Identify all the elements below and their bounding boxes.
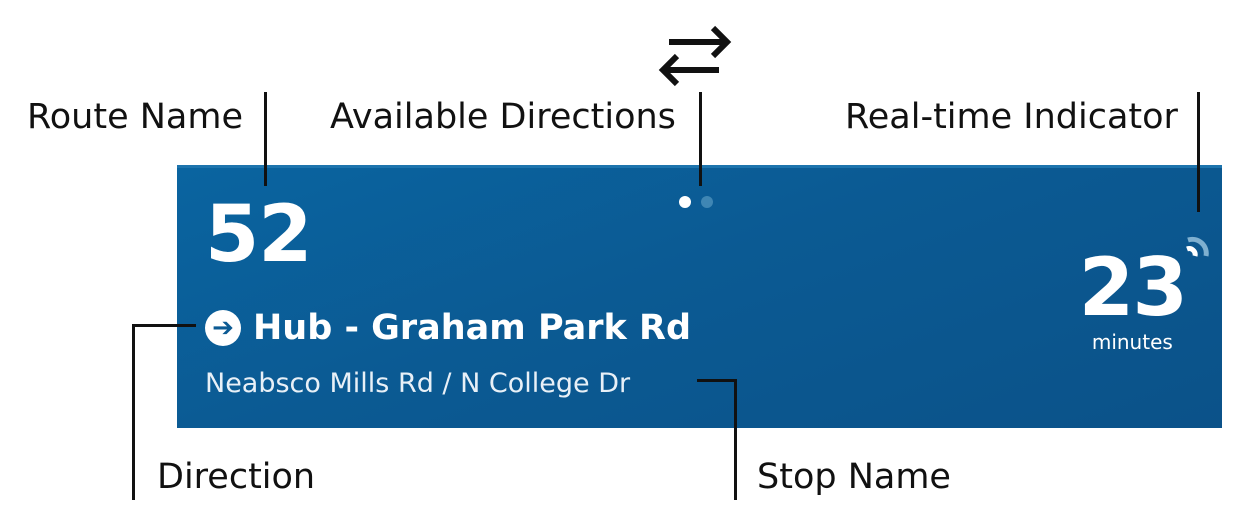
- arrow-right-circle-icon: ➔: [205, 310, 241, 346]
- direction-row: ➔ Hub - Graham Park Rd: [205, 308, 691, 348]
- stop-name: Neabsco Mills Rd / N College Dr: [205, 368, 631, 399]
- stop-name-annotation: Stop Name: [757, 457, 951, 497]
- eta-value: 23: [1078, 241, 1188, 334]
- direction-dot[interactable]: [701, 196, 713, 208]
- stop-leader-h: [697, 379, 737, 382]
- eta-unit: minutes: [1091, 330, 1173, 354]
- eta: 23 minutes: [1078, 241, 1188, 355]
- swap-directions-icon: [658, 25, 732, 87]
- directions-leader: [699, 92, 702, 186]
- arrival-card[interactable]: 52 ➔ Hub - Graham Park Rd Neabsco Mills …: [177, 165, 1222, 428]
- realtime-indicator-annotation: Real-time Indicator: [845, 97, 1178, 137]
- stop-leader-v: [734, 379, 737, 500]
- realtime-signal-icon: [1186, 236, 1209, 257]
- available-directions-annotation: Available Directions: [330, 97, 676, 137]
- direction-leader-v: [132, 324, 135, 500]
- direction-leader-h: [132, 324, 196, 327]
- route-name-leader: [264, 92, 267, 186]
- direction-pager[interactable]: [679, 196, 713, 208]
- realtime-leader: [1197, 92, 1200, 212]
- route-number: 52: [205, 190, 313, 280]
- direction-dot-active[interactable]: [679, 196, 691, 208]
- direction-annotation: Direction: [157, 457, 316, 497]
- route-name-annotation: Route Name: [27, 97, 243, 137]
- direction-name: Hub - Graham Park Rd: [253, 308, 692, 348]
